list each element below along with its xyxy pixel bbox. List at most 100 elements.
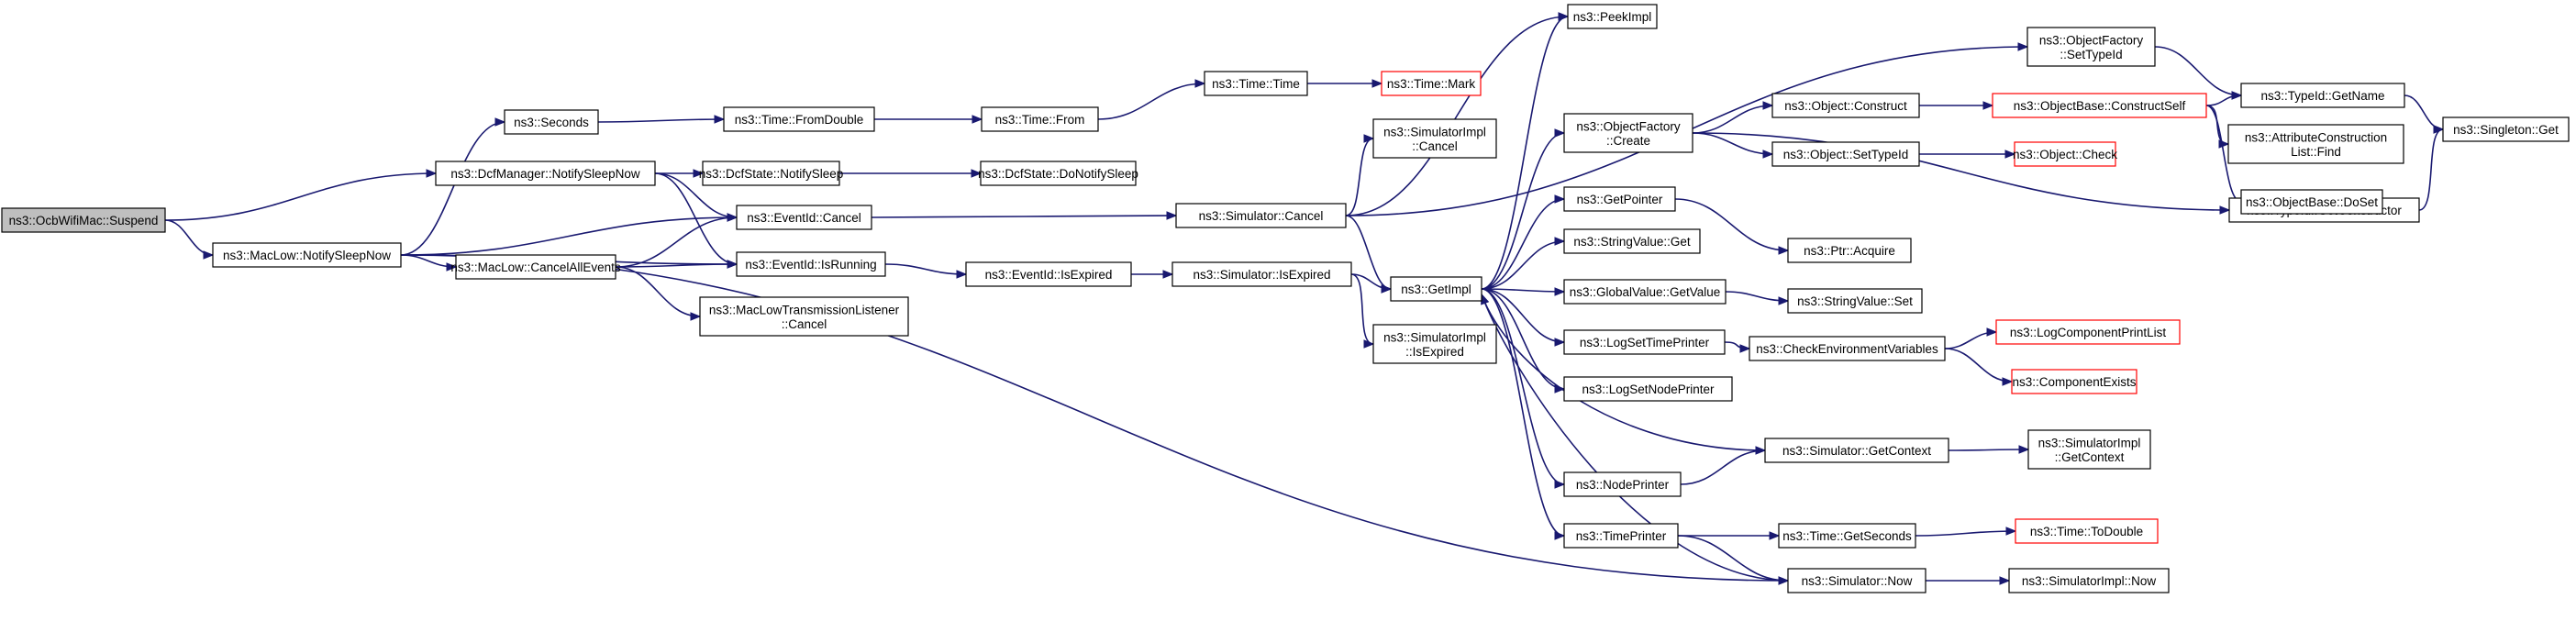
node-ns3-maclow-cancelallevents[interactable]: ns3::MacLow::CancelAllEvents (450, 254, 621, 280)
edge-n38-n49 (2418, 125, 2445, 211)
node-ns3-time-time[interactable]: ns3::Time::Time (1204, 71, 1308, 96)
node-ns3-seconds[interactable]: ns3::Seconds (504, 109, 599, 135)
node-ns3-singleton-get[interactable]: ns3::Singleton::Get (2442, 116, 2570, 142)
node-ns3-maclow-notifysleepnow[interactable]: ns3::MacLow::NotifySleepNow (212, 242, 402, 268)
edge-line (1692, 105, 1773, 134)
edge-line (1481, 294, 1789, 582)
edge-line (1692, 132, 2230, 211)
node-box (1171, 261, 1352, 287)
edge-arrowhead (1371, 79, 1383, 88)
edge-n26-n34 (1724, 341, 1751, 353)
edge-n0-n1 (164, 169, 438, 221)
node-ns3-typeid-getname[interactable]: ns3::TypeId::GetName (2240, 83, 2405, 108)
edge-arrowhead (1554, 128, 1566, 138)
edge-n31-n40 (1919, 150, 2016, 159)
edge-arrowhead (690, 312, 702, 321)
node-ns3-nodeprinter[interactable]: ns3::NodePrinter (1563, 471, 1682, 497)
node-box (1771, 141, 1920, 167)
edge-line (1481, 288, 1565, 485)
edge-line (1345, 138, 1374, 216)
node-ns3-getimpl[interactable]: ns3::GetImpl (1390, 276, 1482, 302)
node-box (504, 109, 599, 135)
node-ns3-logsettimeprinter[interactable]: ns3::LogSetTimePrinter (1563, 329, 1726, 355)
node-label: ::GetContext (2055, 450, 2125, 464)
edge-line (1944, 348, 2013, 383)
node-label: ns3::AttributeConstruction (2245, 130, 2387, 144)
node-ns3-simulatorimpl-now[interactable]: ns3::SimulatorImpl::Now (2008, 568, 2170, 593)
node-ns3-simulator-cancel[interactable]: ns3::Simulator::Cancel (1175, 203, 1347, 228)
node-ns3-objectbase-constructself[interactable]: ns3::ObjectBase::ConstructSelf (1992, 93, 2207, 118)
edge-arrowhead (1554, 287, 1566, 296)
node-ns3-eventid-cancel[interactable]: ns3::EventId::Cancel (736, 205, 872, 230)
node-box (212, 242, 402, 268)
node-ns3-objectfactory-settypeid[interactable]: ns3::ObjectFactory::SetTypeId (2026, 27, 2156, 67)
node-ns3-logsetnodeprinter[interactable]: ns3::LogSetNodePrinter (1563, 376, 1733, 402)
node-ns3-time-todouble[interactable]: ns3::Time::ToDouble (2015, 518, 2159, 544)
edge-n16-n17 (1131, 270, 1174, 279)
node-label: ns3::Time::ToDouble (2030, 525, 2143, 538)
node-label: ns3::StringValue::Get (1573, 235, 1691, 249)
node-ns3-objectbase-doset[interactable]: ns3::ObjectBase::DoSet (2240, 189, 2383, 215)
edge-arrowhead (727, 213, 738, 222)
node-ns3-time-mark[interactable]: ns3::Time::Mark (1381, 71, 1482, 96)
edge-arrowhead (2433, 125, 2445, 134)
node-ns3-simulator-isexpired[interactable]: ns3::Simulator::IsExpired (1171, 261, 1352, 287)
node-label: ns3::Time::From (995, 113, 1085, 127)
node-ns3-getpointer[interactable]: ns3::GetPointer (1563, 186, 1676, 212)
edge-line (1350, 273, 1374, 345)
node-ns3-globalvalue-getvalue[interactable]: ns3::GlobalValue::GetValue (1563, 279, 1727, 305)
node-ns3-dcfstate-notifysleep[interactable]: ns3::DcfState::NotifySleep (699, 161, 844, 186)
node-box (1563, 228, 1701, 254)
node-ns3-peekimpl[interactable]: ns3::PeekImpl (1567, 4, 1658, 29)
node-label: ns3::Time::Time (1212, 77, 1300, 91)
node-ns3-ptr-acquire[interactable]: ns3::Ptr::Acquire (1787, 238, 1912, 263)
edge-line (2418, 128, 2444, 211)
node-ns3-simulator-now[interactable]: ns3::Simulator::Now (1787, 568, 1926, 593)
edge-n28-n35 (1680, 446, 1767, 485)
node-box (736, 205, 872, 230)
edge-line (1481, 288, 1565, 293)
edge-arrowhead (971, 169, 983, 178)
edge-line (1097, 83, 1205, 120)
node-ns3-checkenvironmentvariables[interactable]: ns3::CheckEnvironmentVariables (1749, 336, 1946, 361)
node-ns3-logcomponentprintlist[interactable]: ns3::LogComponentPrintList (1995, 319, 2181, 345)
node-box (2015, 518, 2159, 544)
node-label: ns3::LogComponentPrintList (2010, 326, 2167, 339)
node-ns3-stringvalue-set[interactable]: ns3::StringValue::Set (1787, 288, 1923, 314)
node-label: List::Find (2291, 145, 2341, 159)
node-ns3-objectfactory-create[interactable]: ns3::ObjectFactory::Create (1563, 113, 1693, 153)
node-ns3-componentexists[interactable]: ns3::ComponentExists (2011, 369, 2137, 394)
edge-line (654, 172, 738, 218)
edge-n14-n15 (1307, 79, 1383, 88)
node-ns3-object-settypeid[interactable]: ns3::Object::SetTypeId (1771, 141, 1920, 167)
edge-line (1345, 215, 1392, 290)
node-ns3-time-from[interactable]: ns3::Time::From (981, 106, 1099, 132)
node-label: ns3::ObjectFactory (2039, 33, 2144, 47)
node-ns3-time-getseconds[interactable]: ns3::Time::GetSeconds (1778, 523, 1916, 549)
node-ns3-dcfmanager-notifysleepnow[interactable]: ns3::DcfManager::NotifySleepNow (435, 161, 656, 186)
node-ns3-maclowtransmissionlistener-cancel[interactable]: ns3::MacLowTransmissionListener::Cancel (699, 296, 909, 337)
node-ns3-simulatorimpl-getcontext[interactable]: ns3::SimulatorImpl::GetContext (2027, 429, 2151, 470)
node-ns3-stringvalue-get[interactable]: ns3::StringValue::Get (1563, 228, 1701, 254)
node-ns3-simulator-getcontext[interactable]: ns3::Simulator::GetContext (1764, 438, 1949, 463)
node-ns3-timeprinter[interactable]: ns3::TimePrinter (1563, 523, 1679, 549)
node-ns3-eventid-isexpired[interactable]: ns3::EventId::IsExpired (965, 261, 1132, 287)
edge-arrowhead (693, 169, 705, 178)
node-ns3-dcfstate-donotifysleep[interactable]: ns3::DcfState::DoNotifySleep (978, 161, 1138, 186)
node-box (2008, 568, 2170, 593)
node-label: ns3::Simulator::IsExpired (1193, 268, 1330, 282)
edge-n13-n14 (1097, 79, 1206, 120)
node-ns3-simulatorimpl-cancel[interactable]: ns3::SimulatorImpl::Cancel (1372, 118, 1497, 159)
node-ns3-time-fromdouble[interactable]: ns3::Time::FromDouble (723, 106, 875, 132)
edge-arrowhead (1363, 339, 1375, 349)
node-box (1992, 93, 2207, 118)
node-ns3-object-check[interactable]: ns3::Object::Check (2013, 141, 2117, 167)
edge-n8-n45 (1926, 576, 2011, 585)
edge-arrowhead (2018, 445, 2030, 454)
node-ns3-simulatorimpl-isexpired[interactable]: ns3::SimulatorImpl::IsExpired (1372, 324, 1497, 364)
node-ns3-eventid-isrunning[interactable]: ns3::EventId::IsRunning (736, 251, 886, 277)
node-ns3-object-construct[interactable]: ns3::Object::Construct (1771, 93, 1920, 118)
edge-arrowhead (1554, 194, 1566, 204)
